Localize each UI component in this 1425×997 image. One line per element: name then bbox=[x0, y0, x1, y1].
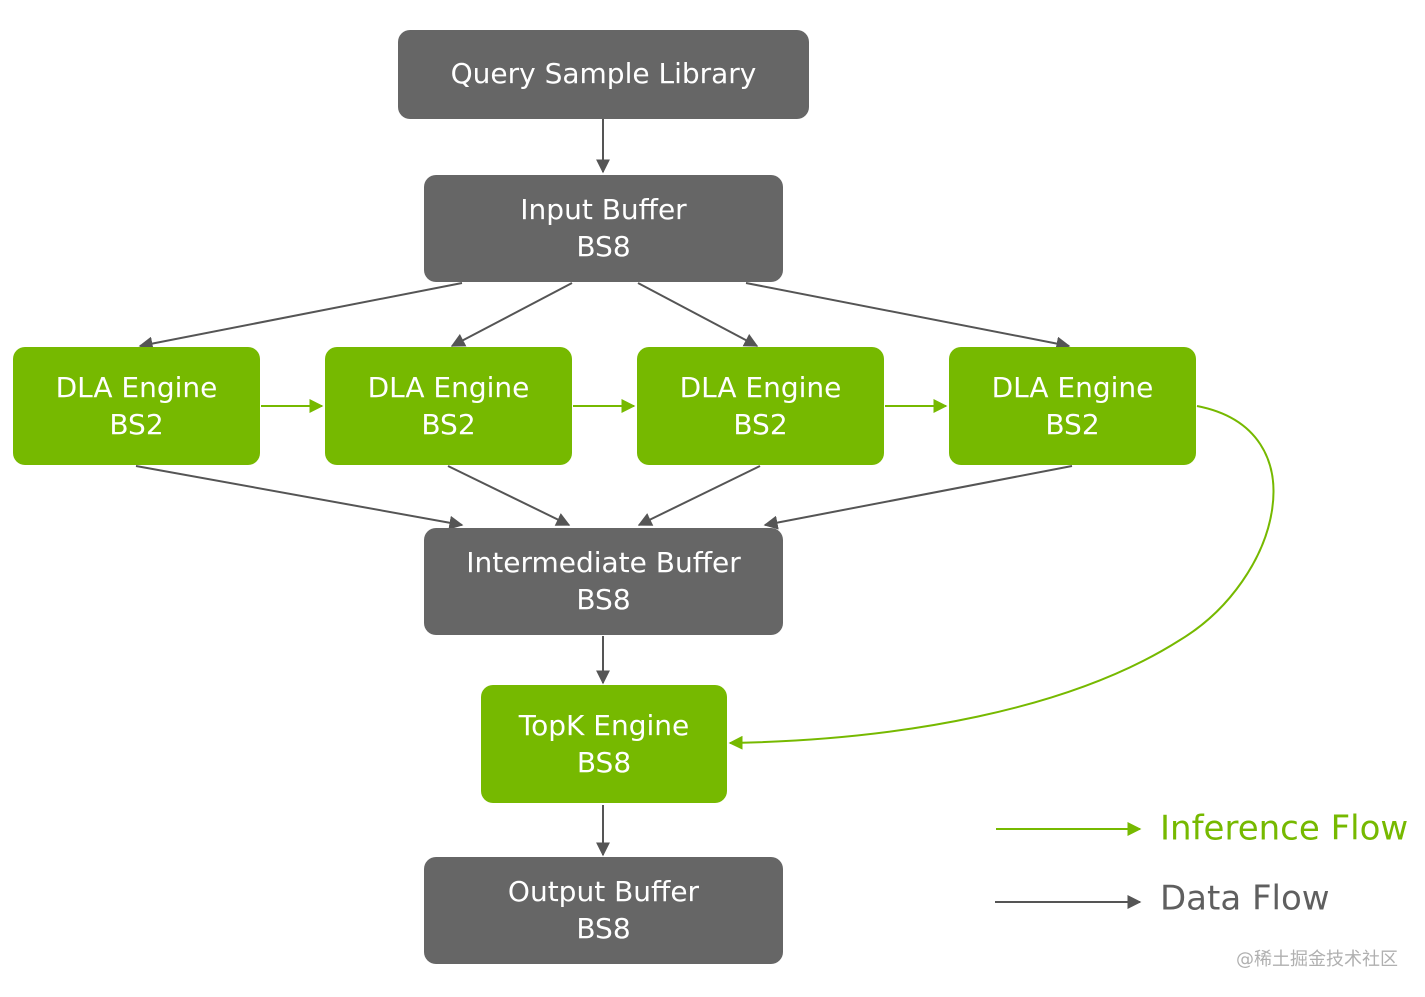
arrow-input-to-dla-3 bbox=[637, 282, 759, 347]
node-label: TopK Engine bbox=[518, 709, 689, 742]
node-batch-size: BS8 bbox=[576, 230, 630, 263]
inference-flow-arrows bbox=[261, 399, 1275, 750]
legend-inference-label: Inference Flow bbox=[1160, 809, 1408, 849]
arrow-dla-4-to-topk bbox=[728, 405, 1275, 750]
arrow-dla-1-to-intermediate bbox=[135, 465, 464, 530]
node-batch-size: BS8 bbox=[576, 912, 630, 945]
node-input-buffer: Input Buffer BS8 bbox=[424, 175, 783, 282]
node-batch-size: BS2 bbox=[1045, 408, 1099, 441]
node-label: Output Buffer bbox=[508, 875, 700, 908]
node-dla-engine-2: DLA Engine BS2 bbox=[325, 347, 572, 465]
node-intermediate-buffer: Intermediate Buffer BS8 bbox=[424, 528, 783, 635]
legend: Inference Flow Data Flow bbox=[995, 809, 1408, 919]
arrow-dla-2-to-intermediate bbox=[447, 465, 571, 526]
arrow-dla-3-to-intermediate bbox=[637, 465, 761, 526]
node-label: Intermediate Buffer bbox=[466, 546, 741, 579]
node-label: DLA Engine bbox=[368, 371, 530, 404]
node-label: DLA Engine bbox=[680, 371, 842, 404]
node-query-sample-library: Query Sample Library bbox=[398, 30, 809, 119]
node-dla-engine-3: DLA Engine BS2 bbox=[637, 347, 884, 465]
node-batch-size: BS8 bbox=[577, 746, 631, 779]
arrow-dla-4-to-intermediate bbox=[763, 465, 1073, 530]
node-batch-size: BS2 bbox=[109, 408, 163, 441]
node-label: DLA Engine bbox=[56, 371, 218, 404]
node-label: Query Sample Library bbox=[451, 57, 757, 90]
arrow-input-to-dla-4 bbox=[745, 282, 1071, 351]
node-output-buffer: Output Buffer BS8 bbox=[424, 857, 783, 964]
node-batch-size: BS8 bbox=[576, 583, 630, 616]
arrow-input-to-dla-2 bbox=[450, 282, 573, 347]
node-topk-engine: TopK Engine BS8 bbox=[481, 685, 727, 803]
node-label: Input Buffer bbox=[520, 193, 687, 226]
watermark: @稀土掘金技术社区 bbox=[1236, 949, 1398, 970]
node-batch-size: BS2 bbox=[733, 408, 787, 441]
data-flow-arrows bbox=[135, 119, 1073, 857]
node-dla-engine-1: DLA Engine BS2 bbox=[13, 347, 260, 465]
node-batch-size: BS2 bbox=[421, 408, 475, 441]
arrow-input-to-dla-1 bbox=[138, 282, 463, 351]
node-label: DLA Engine bbox=[992, 371, 1154, 404]
legend-data-label: Data Flow bbox=[1160, 879, 1330, 919]
node-dla-engine-4: DLA Engine BS2 bbox=[949, 347, 1196, 465]
